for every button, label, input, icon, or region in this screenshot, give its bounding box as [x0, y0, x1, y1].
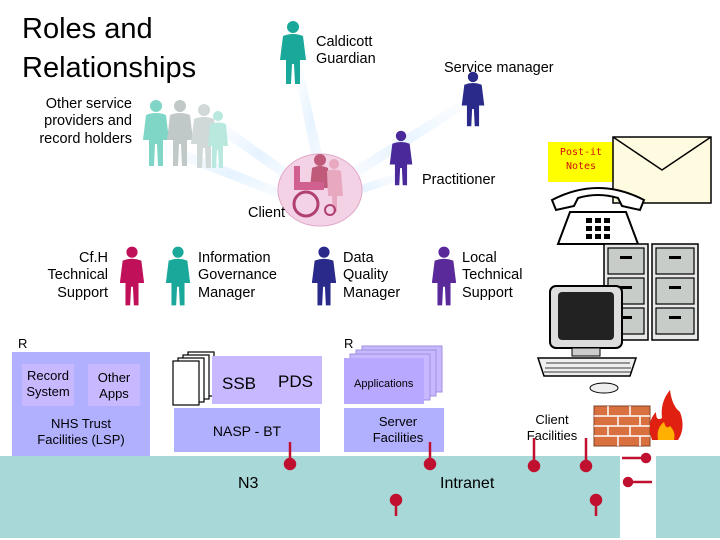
cfh-support-person-icon — [119, 246, 145, 306]
envelope-icon — [612, 136, 712, 204]
cfh-line-2: Technical — [47, 267, 108, 284]
caldicott-guardian-label: Caldicott Guardian — [316, 34, 376, 69]
dq-manager-person-icon — [311, 246, 337, 306]
applications-stack — [344, 345, 443, 404]
server-line-1: Server — [378, 414, 418, 429]
ssb-pds-box — [212, 356, 322, 404]
dq-line-2: Quality — [343, 267, 389, 284]
other-providers-label: Other service providers and record holde… — [20, 96, 132, 148]
network-connectors — [283, 438, 652, 516]
client-fac-line-1: Client — [535, 412, 569, 427]
page-title: Roles and Relationships — [22, 10, 196, 88]
note-line-1: Post-it — [559, 147, 603, 158]
server-facilities-panel — [344, 408, 444, 452]
network-band — [0, 456, 720, 538]
note-line-2: Notes — [565, 161, 597, 172]
service-manager-person-icon — [461, 71, 485, 127]
other-apps-box — [88, 364, 140, 406]
firewall-icon — [593, 390, 683, 447]
nhs-trust-label: NHS Trust Facilities (LSP) — [12, 416, 150, 447]
title-line-2: Relationships — [22, 52, 197, 84]
other-apps-label: Other Apps — [88, 370, 140, 401]
caldicott-line-2: Guardian — [316, 51, 376, 68]
pds-label: PDS — [278, 372, 313, 391]
record-system-box — [22, 364, 74, 406]
computer-icon — [536, 285, 638, 394]
other-apps-line-2: Apps — [99, 385, 129, 401]
server-facilities-label: Server Facilities — [344, 414, 452, 445]
n3-label: N3 — [238, 475, 259, 492]
document-stack-icon — [172, 351, 215, 406]
lts-line-1: Local — [462, 250, 497, 266]
dq-line-1: Data — [343, 250, 374, 266]
practitioner-label: Practitioner — [422, 172, 496, 188]
nasp-panel — [174, 408, 320, 452]
nhs-line-1: NHS Trust — [51, 416, 111, 431]
telephone-icon — [550, 187, 646, 245]
ig-line-2: Governance — [198, 267, 277, 284]
title-line-1: Roles and — [22, 13, 153, 45]
intranet-label: Intranet — [440, 475, 495, 492]
lts-line-3: Support — [462, 284, 513, 301]
other-line-3: record holders — [39, 130, 132, 147]
caldicott-guardian-person-icon — [280, 21, 306, 84]
ig-line-1: Information — [198, 250, 271, 266]
r-left-label: R — [18, 336, 28, 351]
ig-manager-person-icon — [165, 246, 191, 306]
other-providers-group-icon — [143, 100, 228, 168]
ig-manager-label: Information Governance Manager — [198, 250, 277, 302]
other-apps-line-1: Other — [97, 370, 131, 385]
cfh-line-1: Cf.H — [79, 250, 108, 266]
caldicott-line-1: Caldicott — [316, 34, 373, 50]
post-it-note: Post-it Notes — [548, 142, 614, 182]
record-system-label: Record System — [22, 368, 74, 399]
local-support-label: Local Technical Support — [462, 250, 522, 302]
nhs-line-2: Facilities (LSP) — [37, 431, 125, 447]
record-line-1: Record — [27, 368, 69, 383]
server-line-2: Facilities — [372, 429, 424, 445]
nasp-label: NASP - BT — [212, 423, 282, 439]
cfh-support-label: Cf.H Technical Support — [20, 250, 108, 302]
dq-line-3: Manager — [343, 284, 401, 301]
ig-line-3: Manager — [198, 284, 256, 301]
client-fac-line-2: Facilities — [526, 427, 578, 443]
other-line-1: Other service — [45, 96, 132, 112]
service-manager-label: Service manager — [444, 60, 554, 76]
local-support-person-icon — [431, 246, 457, 306]
dq-manager-label: Data Quality Manager — [343, 250, 400, 302]
wheelchair-group-icon — [292, 154, 343, 218]
lts-line-2: Technical — [462, 267, 523, 284]
r-right-label: R — [344, 336, 354, 351]
client-label: Client — [248, 205, 286, 221]
cfh-line-3: Support — [57, 284, 108, 301]
ssb-label: SSB — [222, 374, 257, 393]
client-facilities-label: Client Facilities — [516, 412, 588, 443]
other-line-2: providers and — [44, 113, 132, 130]
applications-label: Applications — [354, 378, 414, 390]
practitioner-person-icon — [389, 130, 413, 186]
record-line-2: System — [26, 383, 70, 399]
